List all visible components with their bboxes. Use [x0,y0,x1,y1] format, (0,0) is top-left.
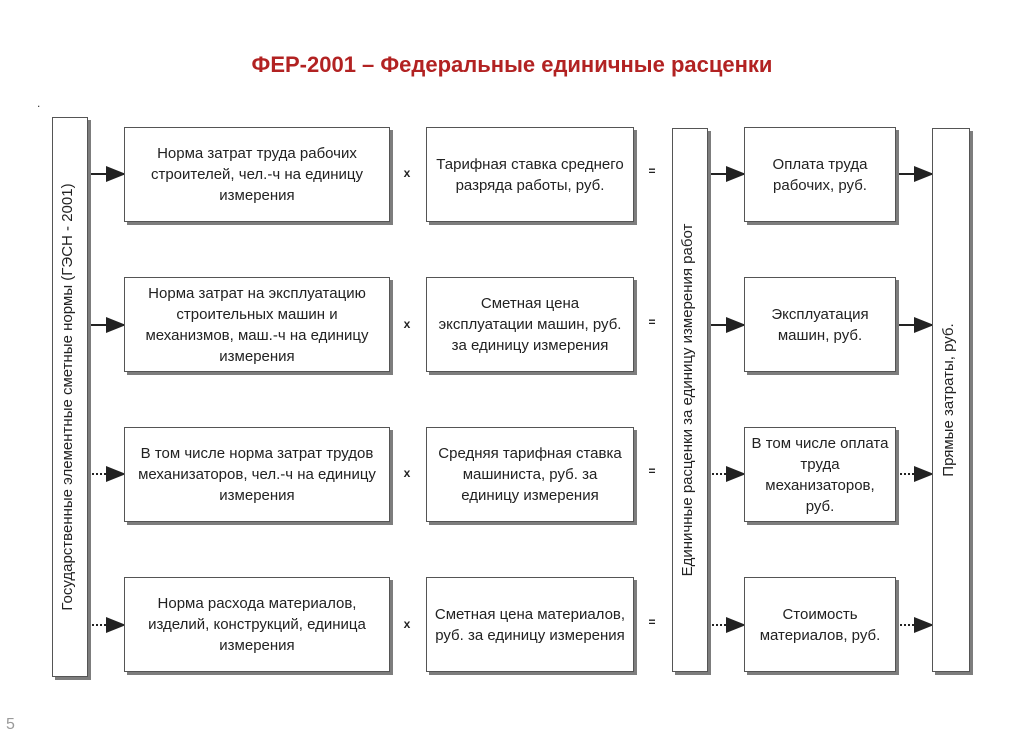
unit-rates-label: Единичные расценки за единицу измерения … [679,223,696,577]
result-box-row3: В том числе оплата труда механизаторов, … [744,427,896,522]
direct-costs-label: Прямые затраты, руб. [940,323,957,477]
norm-text: Норма затрат труда рабочих строителей, ч… [150,145,364,204]
gesn-norms-bar [52,117,88,677]
multiply-sign: x [403,466,411,480]
unit-rates-bar [672,128,708,672]
result-box-row1: Оплата труда рабочих, руб. [744,127,896,222]
result-box-row2: Эксплуатация машин, руб. [744,277,896,372]
norm-box-row1: Норма затрат труда рабочих строителей, ч… [124,127,390,222]
result-text: Оплата труда рабочих, руб. [772,155,868,194]
multiply-sign: x [403,166,411,180]
norm-box-row2: Норма затрат на эксплуатацию строительны… [124,277,390,372]
norm-text: В том числе норма затрат трудов механиза… [138,445,376,504]
result-box-row4: Стоимость материалов, руб. [744,577,896,672]
rate-text: Сметная цена материалов, руб. за единицу… [434,605,626,644]
gesn-norms-label: Государственные элементные сметные нормы… [59,183,76,611]
bullet-dot: . [37,96,41,110]
norm-box-row3: В том числе норма затрат трудов механиза… [124,427,390,522]
rate-text: Тарифная ставка среднего разряда работы,… [436,155,624,194]
direct-costs-bar [932,128,970,672]
norm-text: Норма затрат на эксплуатацию строительны… [145,284,369,365]
equals-sign: = [648,464,656,478]
equals-sign: = [648,615,656,629]
norm-box-row4: Норма расхода материалов, изделий, конст… [124,577,390,672]
norm-text: Норма расхода материалов, изделий, конст… [148,595,366,654]
multiply-sign: x [403,617,411,631]
result-text: Стоимость материалов, руб. [759,605,881,644]
rate-box-row3: Средняя тарифная ставка машиниста, руб. … [426,427,634,522]
result-text: В том числе оплата труда механизаторов, … [751,434,889,515]
rate-box-row1: Тарифная ставка среднего разряда работы,… [426,127,634,222]
rate-box-row4: Сметная цена материалов, руб. за единицу… [426,577,634,672]
rate-box-row2: Сметная цена эксплуатации машин, руб. за… [426,277,634,372]
equals-sign: = [648,315,656,329]
rate-text: Сметная цена эксплуатации машин, руб. за… [438,295,622,354]
page-number: 5 [6,716,15,733]
multiply-sign: x [403,317,411,331]
result-text: Эксплуатация машин, руб. [771,305,869,344]
equals-sign: = [648,164,656,178]
page-title: ФЕР-2001 – Федеральные единичные расценк… [251,52,773,77]
rate-text: Средняя тарифная ставка машиниста, руб. … [438,445,622,504]
